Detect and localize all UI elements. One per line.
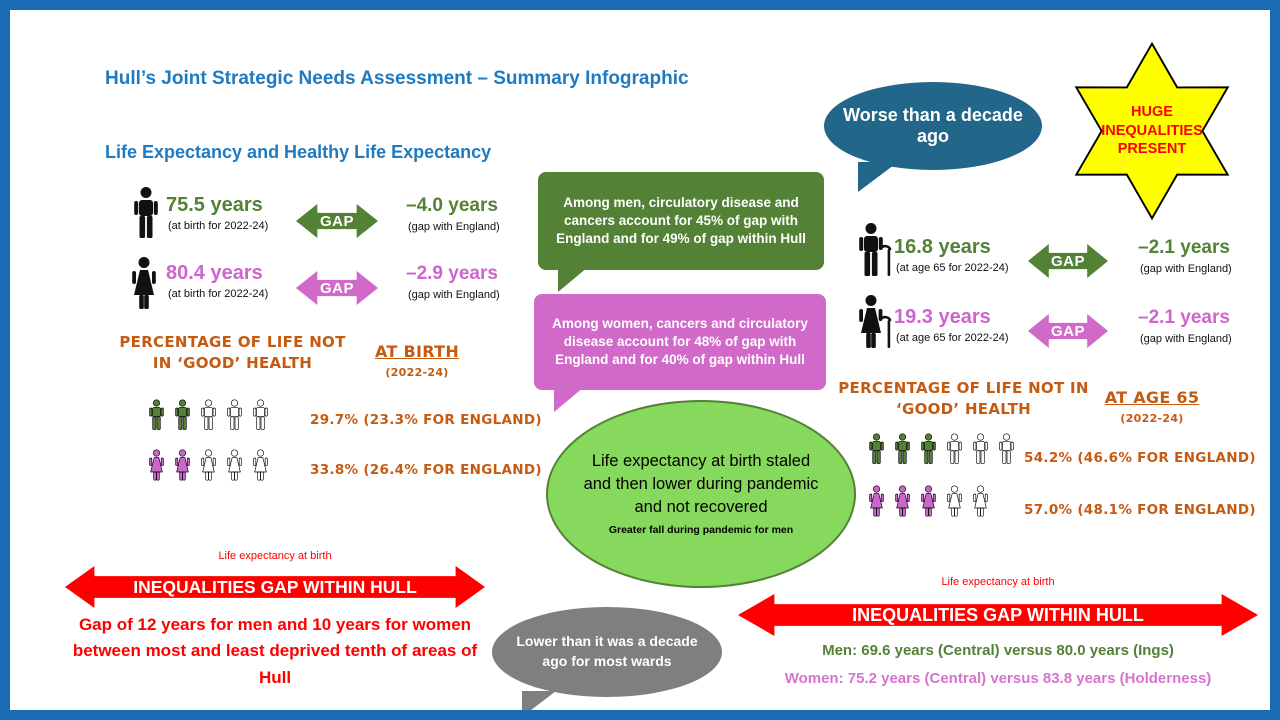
- woman-icon: [175, 449, 190, 481]
- health-pictogram-row-65-women: [866, 482, 996, 520]
- health-pictogram-row-birth-women: [146, 446, 276, 484]
- inequalities-arrow-left: INEQUALITIES GAP WITHIN HULL: [65, 566, 485, 608]
- gap-arrow-men-65: GAP: [1028, 244, 1108, 278]
- man-icon: [175, 399, 190, 430]
- health-pictogram-row-65-men: [866, 430, 1022, 468]
- period-label-65: At Age 65: [1104, 388, 1200, 407]
- man-icon: [134, 187, 158, 238]
- women-gap-england-birth-value: –2.9 years: [406, 263, 498, 284]
- men-gap-england-birth-value: –4.0 years: [406, 195, 498, 216]
- elderly-man-icon: [859, 223, 892, 276]
- woman-icon: [947, 485, 962, 517]
- women-gap-england-65-caption: (gap with England): [1140, 333, 1232, 345]
- health-title-65: Percentage of Life not in ‘good’ health: [838, 379, 1089, 418]
- man-icon: [201, 399, 216, 430]
- man-icon: [921, 433, 936, 464]
- man-icon: [227, 399, 242, 430]
- health-pct-birth-women: 33.8% (26.4% for England): [310, 462, 542, 478]
- men-life-expectancy-65-value: 16.8 years: [894, 236, 991, 258]
- callout-pandemic: Life expectancy at birth staled and then…: [546, 400, 856, 588]
- woman-icon: [227, 449, 242, 481]
- period-label-birth: At Birth: [374, 342, 460, 361]
- star-label: HUGE INEQUALITIES PRESENT: [1101, 103, 1203, 158]
- man-icon: [947, 433, 962, 464]
- inequalities-arrow-right: INEQUALITIES GAP WITHIN HULL: [738, 594, 1258, 636]
- man-icon: [869, 433, 884, 464]
- inequalities-detail-left: Gap of 12 years for men and 10 years for…: [72, 615, 478, 687]
- woman-icon: [973, 485, 988, 517]
- gap-arrow-women-birth: GAP: [296, 271, 378, 305]
- health-title-birth: Percentage of Life not in ‘good’ health: [119, 333, 346, 372]
- period-years-birth: (2022-24): [385, 366, 449, 379]
- man-icon: [895, 433, 910, 464]
- women-gap-england-65-value: –2.1 years: [1138, 307, 1230, 328]
- women-life-expectancy-birth-caption: (at birth for 2022-24): [168, 288, 269, 300]
- context-label-right: Life expectancy at birth: [941, 576, 1055, 588]
- callout-women-gap-explain: Among women, cancers and circulatory dis…: [534, 294, 826, 412]
- callout-worse-than-decade-text: Worse than a decade ago: [843, 105, 1023, 146]
- gap-arrow-women-65: GAP: [1028, 314, 1108, 348]
- callout-pandemic-main: Life expectancy at birth staled and then…: [583, 452, 819, 517]
- callout-women-gap-text: Among women, cancers and circulatory dis…: [552, 315, 808, 368]
- woman-icon: [921, 485, 936, 517]
- woman-icon: [201, 449, 216, 481]
- woman-icon: [132, 257, 156, 309]
- men-life-expectancy-65-caption: (at age 65 for 2022-24): [896, 262, 1009, 274]
- women-life-expectancy-65-caption: (at age 65 for 2022-24): [896, 332, 1009, 344]
- man-icon: [149, 399, 164, 430]
- callout-men-gap-text: Among men, circulatory disease and cance…: [556, 194, 806, 247]
- health-pct-birth-men: 29.7% (23.3% for England): [310, 412, 542, 428]
- context-label-left: Life expectancy at birth: [218, 550, 332, 562]
- women-life-expectancy-birth-value: 80.4 years: [166, 262, 263, 284]
- gap-arrow-men-birth: GAP: [296, 204, 378, 238]
- woman-icon: [895, 485, 910, 517]
- inequalities-men-detail: Men: 69.6 years (Central) versus 80.0 ye…: [822, 642, 1174, 659]
- inequalities-women-detail: Women: 75.2 years (Central) versus 83.8 …: [784, 670, 1212, 687]
- period-years-65: (2022-24): [1120, 412, 1184, 425]
- page-subtitle: Life Expectancy and Healthy Life Expecta…: [105, 142, 492, 162]
- health-pictogram-row-birth-men: [146, 396, 276, 434]
- page-title: Hull’s Joint Strategic Needs Assessment …: [105, 68, 689, 89]
- star-icon: [1074, 41, 1230, 221]
- man-icon: [973, 433, 988, 464]
- huge-inequalities-star: HUGE INEQUALITIES PRESENT: [1056, 36, 1248, 226]
- callout-wards: Lower than it was a decade ago for most …: [492, 607, 722, 710]
- women-life-expectancy-65-value: 19.3 years: [894, 306, 991, 328]
- men-gap-england-65-value: –2.1 years: [1138, 237, 1230, 258]
- men-life-expectancy-birth-value: 75.5 years: [166, 194, 263, 216]
- callout-pandemic-sub: Greater fall during pandemic for men: [608, 524, 794, 537]
- woman-icon: [253, 449, 268, 481]
- callout-men-gap-explain: Among men, circulatory disease and cance…: [538, 172, 824, 292]
- callout-worse-than-decade: Worse than a decade ago: [824, 82, 1042, 192]
- health-pct-65-men: 54.2% (46.6% for England): [1024, 450, 1256, 466]
- health-pct-65-women: 57.0% (48.1% for England): [1024, 502, 1256, 518]
- woman-icon: [869, 485, 884, 517]
- man-icon: [999, 433, 1014, 464]
- man-icon: [253, 399, 268, 430]
- men-gap-england-65-caption: (gap with England): [1140, 263, 1232, 275]
- callout-wards-text: Lower than it was a decade ago for most …: [516, 633, 698, 669]
- women-gap-england-birth-caption: (gap with England): [408, 289, 500, 301]
- men-gap-england-birth-caption: (gap with England): [408, 221, 500, 233]
- woman-icon: [149, 449, 164, 481]
- men-life-expectancy-birth-caption: (at birth for 2022-24): [168, 220, 269, 232]
- elderly-woman-icon: [859, 295, 892, 348]
